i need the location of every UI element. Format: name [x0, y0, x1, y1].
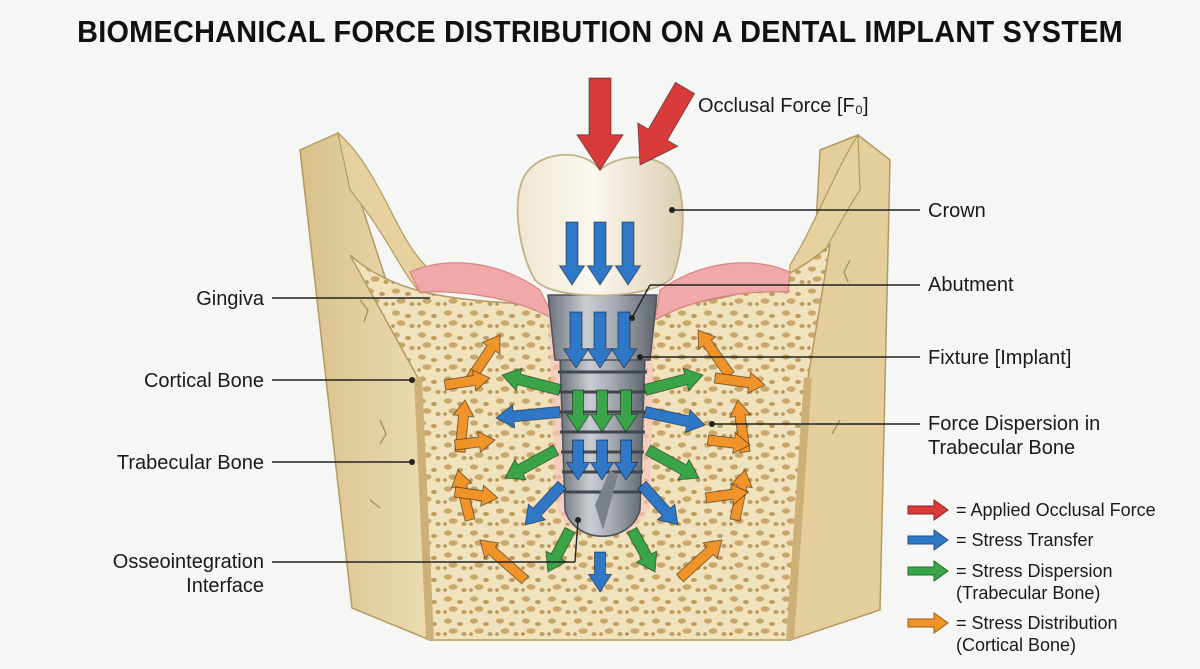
label-osseointegration-line2: Interface: [186, 575, 264, 597]
stress-distribution-arrow: [697, 329, 735, 379]
legend-item-stress-dispersion: = Stress Dispersion(Trabecular Bone): [906, 560, 1113, 604]
label-occlusal-force: Occlusal Force [F₀]: [698, 95, 869, 117]
stress-dispersion-arrow: [626, 526, 658, 573]
legend-item-stress-distribution: = Stress Distribution(Cortical Bone): [906, 612, 1118, 656]
legend-dispersion-line2: (Trabecular Bone): [956, 583, 1101, 603]
stress-distribution-arrow: [443, 369, 491, 392]
legend-distribution-line2: (Cortical Bone): [956, 635, 1077, 655]
orange-arrow-icon: [907, 612, 949, 634]
stress-transfer-arrow: [586, 311, 614, 369]
stress-transfer-arrow: [558, 221, 586, 286]
stress-transfer-arrow: [613, 439, 639, 481]
applied-force-arrow: [637, 81, 696, 166]
label-force-dispersion-line2: Trabecular Bone: [928, 437, 1076, 459]
stress-distribution-arrow: [453, 430, 496, 454]
stress-dispersion-arrow: [589, 389, 615, 433]
stress-dispersion-arrow: [565, 389, 591, 433]
stress-transfer-arrow: [586, 221, 614, 286]
green-arrow-icon: [907, 560, 949, 582]
stress-transfer-arrow: [565, 439, 591, 481]
stress-transfer-arrow: [643, 406, 706, 434]
leader-lines: [272, 209, 920, 563]
label-gingiva: Gingiva: [196, 288, 264, 310]
stress-transfer-arrow: [524, 480, 567, 526]
stress-dispersion-arrow: [642, 367, 704, 396]
legend-dispersion-line1: = Stress Dispersion: [956, 561, 1113, 581]
stress-transfer-arrow: [587, 551, 613, 593]
stress-distribution-arrow: [713, 371, 766, 395]
label-abutment: Abutment: [928, 274, 1014, 296]
stress-distribution-arrow: [675, 539, 723, 583]
stress-transfer-arrow: [614, 221, 642, 286]
stress-distribution-arrow: [706, 431, 751, 455]
label-trabecular-bone: Trabecular Bone: [116, 452, 264, 474]
legend-item-stress-transfer: = Stress Transfer: [906, 529, 1094, 551]
stress-transfer-arrow: [637, 480, 679, 526]
stress-distribution-arrow: [704, 483, 749, 506]
stress-dispersion-arrow: [545, 526, 576, 573]
label-osseointegration-line1: Osseointegration: [112, 551, 264, 573]
label-fixture: Fixture [Implant]: [928, 347, 1072, 369]
stress-distribution-arrow: [465, 334, 501, 384]
stress-dispersion-arrow: [504, 444, 560, 481]
stress-transfer-arrow: [562, 311, 590, 369]
stress-distribution-arrow: [453, 484, 499, 508]
legend-distribution-line1: = Stress Distribution: [956, 613, 1118, 633]
stress-dispersion-arrow: [613, 389, 639, 433]
legend-item-applied-force: = Applied Occlusal Force: [906, 499, 1156, 521]
blue-arrow-icon: [907, 529, 949, 551]
diagram-title: BIOMECHANICAL FORCE DISTRIBUTION ON A DE…: [77, 14, 1123, 49]
stress-dispersion-arrow: [501, 367, 563, 396]
label-crown: Crown: [928, 200, 986, 222]
stress-transfer-arrow: [495, 403, 562, 429]
label-cortical-bone: Cortical Bone: [143, 370, 264, 392]
stress-transfer-arrow: [589, 439, 615, 481]
label-force-dispersion-line1: Force Dispersion in: [928, 413, 1101, 435]
force-arrows: [443, 77, 766, 593]
applied-force-arrow: [575, 77, 625, 171]
red-arrow-icon: [907, 499, 949, 521]
stress-dispersion-arrow: [644, 444, 700, 481]
